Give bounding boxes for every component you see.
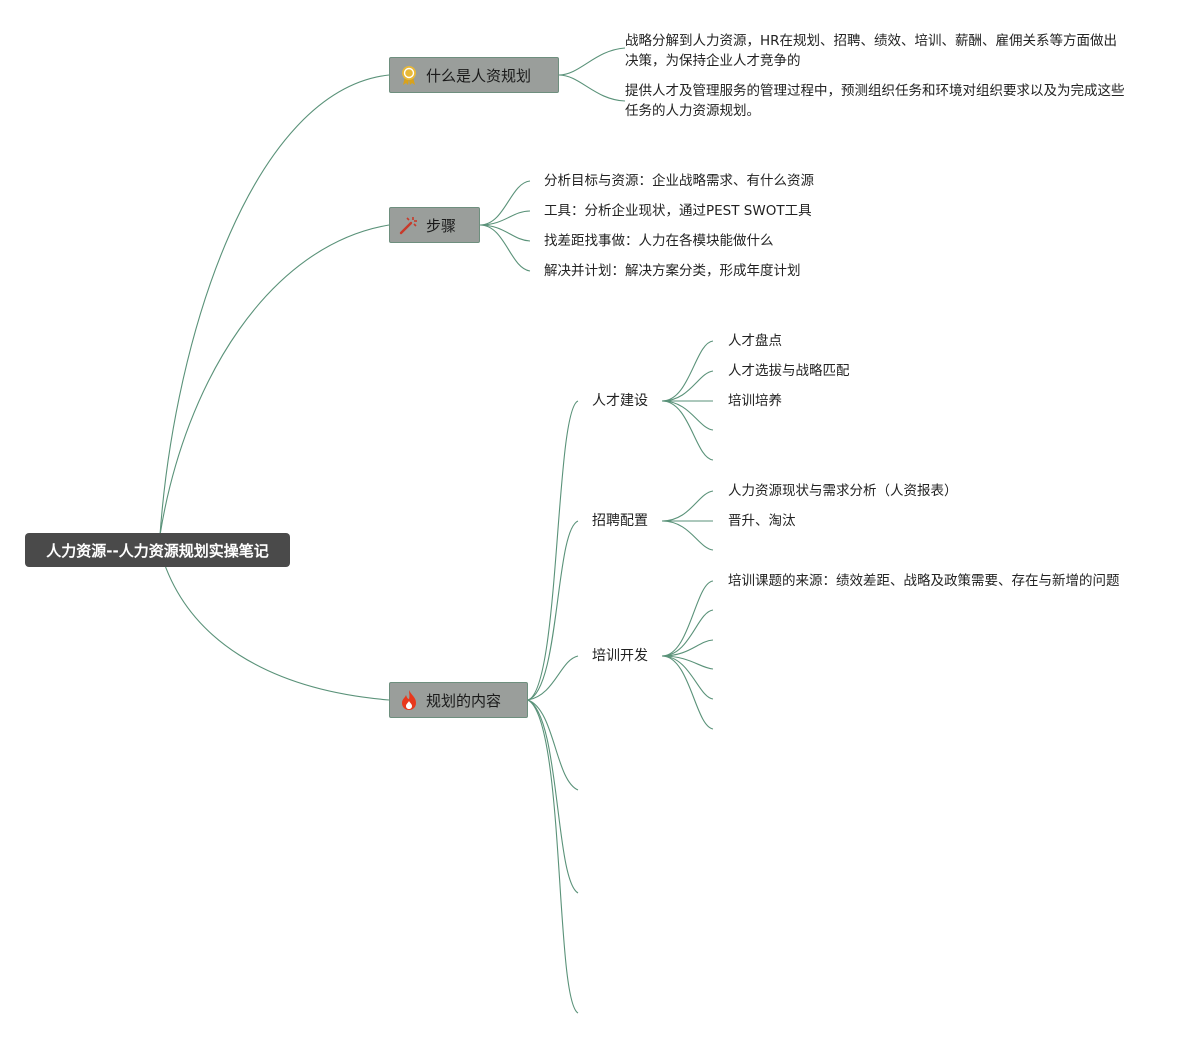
link-content-sub2: [527, 520, 579, 701]
what-definition-2[interactable]: 提供人才及管理服务的管理过程中，预测组织任务和环境对组织要求以及为完成这些任务的…: [625, 83, 1125, 119]
topic-steps-label: 步骤: [426, 216, 457, 235]
topic-what-label: 什么是人资规划: [426, 66, 532, 85]
link-content-sub5: [527, 699, 579, 894]
link-content-sub1: [527, 400, 579, 701]
magic-wand-icon: [398, 214, 420, 236]
link-root-content: [159, 549, 390, 701]
step-item[interactable]: 解决并计划：解决方案分类，形成年度计划: [544, 263, 801, 279]
topic-steps[interactable]: 步骤: [389, 207, 480, 243]
topic-what-is-hr-planning[interactable]: 什么是人资规划: [389, 57, 559, 93]
training-leaf[interactable]: 培训课题的来源：绩效差距、战略及政策需要、存在与新增的问题: [728, 573, 1120, 589]
step-item[interactable]: 找差距找事做：人力在各模块能做什么: [544, 233, 774, 249]
link-what-1: [558, 47, 626, 76]
talent-leaf[interactable]: 人才盘点: [728, 333, 782, 349]
what-definition-1[interactable]: 战略分解到人力资源，HR在规划、招聘、绩效、培训、薪酬、雇佣关系等方面做出决策，…: [625, 33, 1118, 69]
link-content-sub6: [527, 699, 579, 1014]
step-item[interactable]: 工具：分析企业现状，通过PEST SWOT工具: [544, 203, 812, 219]
root-topic-label: 人力资源--人力资源规划实操笔记: [46, 541, 269, 560]
link-steps-1: [479, 180, 531, 226]
link-what-2: [558, 74, 626, 102]
fire-icon: [398, 689, 420, 711]
link-steps-4: [479, 224, 531, 272]
talent-leaf[interactable]: 培训培养: [728, 393, 782, 409]
talent-leaf[interactable]: 人才选拔与战略匹配: [728, 363, 850, 379]
subtopic-recruitment[interactable]: 招聘配置: [592, 513, 648, 529]
subtopic-training[interactable]: 培训开发: [592, 648, 648, 664]
link-content-sub3: [527, 655, 579, 701]
link-content-sub4: [527, 699, 579, 791]
link-steps-2: [479, 210, 531, 226]
topic-planning-content[interactable]: 规划的内容: [389, 682, 528, 718]
recruitment-leaf[interactable]: 人力资源现状与需求分析（人资报表）: [728, 483, 958, 499]
step-item[interactable]: 分析目标与资源：企业战略需求、有什么资源: [544, 173, 814, 189]
link-root-steps: [159, 224, 390, 536]
ribbon-badge-icon: [398, 64, 420, 86]
link-steps-3: [479, 224, 531, 242]
subtopic-talent-building[interactable]: 人才建设: [592, 393, 648, 409]
root-topic[interactable]: 人力资源--人力资源规划实操笔记: [25, 533, 290, 567]
link-root-what: [159, 74, 390, 536]
recruitment-leaf[interactable]: 晋升、淘汰: [728, 513, 796, 529]
topic-content-label: 规划的内容: [426, 691, 502, 710]
